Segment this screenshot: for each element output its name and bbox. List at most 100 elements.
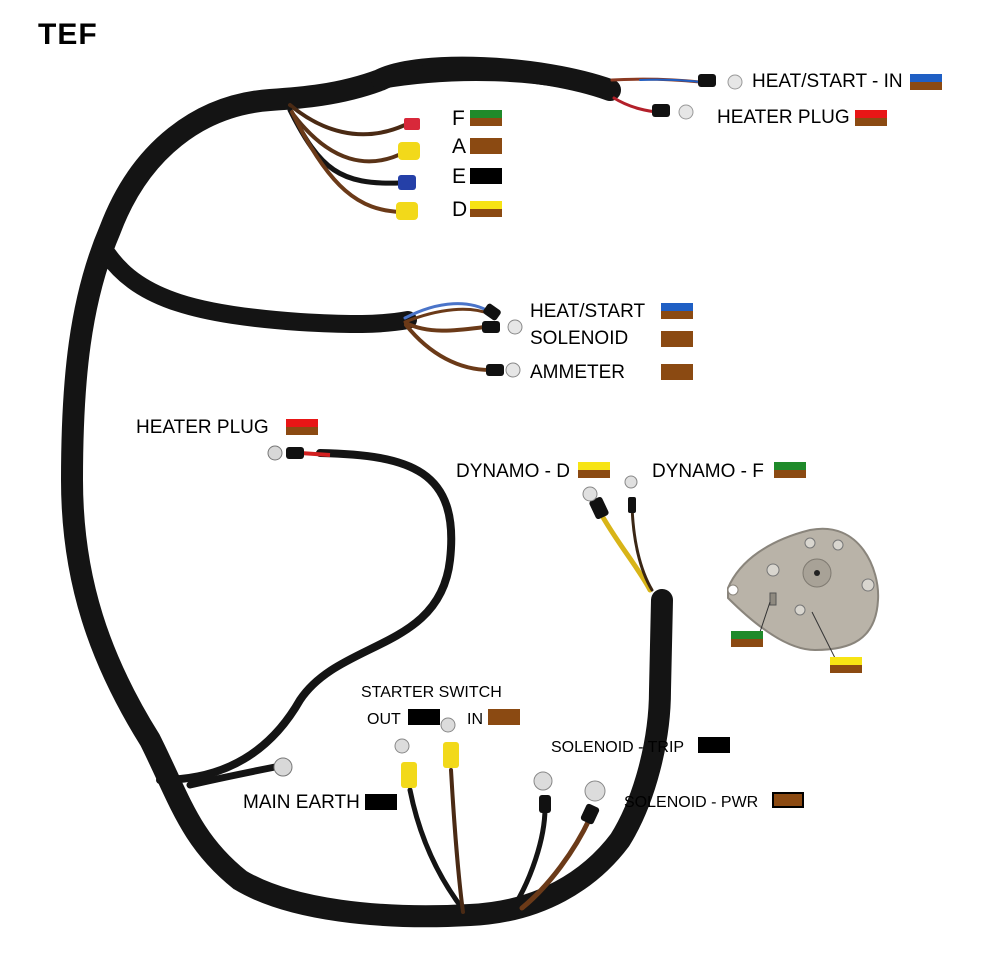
color-stripe-brown (578, 470, 610, 478)
color-code-ammeter (661, 364, 693, 380)
wire-brown (404, 321, 487, 333)
screw-icon (766, 563, 780, 577)
main-harness-sleeve (61, 56, 673, 928)
starter-solenoid-leads (394, 717, 606, 915)
color-stripe-brown (855, 118, 887, 126)
heater-plug-end (267, 445, 331, 777)
harness-trunk (61, 56, 673, 928)
color-stripe-green (731, 631, 763, 639)
page-title: TEF (38, 18, 98, 51)
screw-icon (804, 537, 816, 549)
color-stripe-black (470, 168, 502, 184)
terminal-sleeve (580, 803, 600, 825)
color-code-heater-plug-mid (286, 419, 318, 435)
color-stripe-yellow (470, 201, 502, 209)
color-code-terminal-e (470, 168, 502, 184)
color-stripe-brown (661, 311, 693, 319)
color-stripe-brown (774, 470, 806, 478)
color-stripe-black (698, 737, 730, 753)
mounting-hole (727, 584, 739, 596)
label-terminal-f: F (452, 107, 465, 130)
color-stripe-red (286, 419, 318, 427)
heater-plug-cable (156, 449, 456, 784)
wire-black (512, 805, 548, 908)
color-stripe-yellow (578, 462, 610, 470)
wire-blue (639, 78, 701, 83)
dynamo-regulator-plate (727, 527, 880, 659)
label-ammeter: AMMETER (530, 362, 625, 383)
label-solenoid-trip: SOLENOID - TRIP (551, 739, 685, 756)
color-code-terminal-f (470, 110, 502, 126)
color-code-solenoid-trip (698, 737, 730, 753)
yellow-terminal-icon (396, 202, 418, 220)
ring-terminal-icon (394, 738, 410, 754)
color-code-heat-start-in (910, 74, 942, 90)
screw-icon (861, 578, 875, 592)
color-stripe-brown (661, 364, 693, 380)
color-stripe-brown (488, 709, 520, 725)
label-starter-in: IN (467, 711, 483, 728)
wire-brown (288, 103, 407, 137)
color-code-dynamo-f (774, 462, 806, 478)
color-stripe-brown (470, 118, 502, 126)
heat-start-in-wires (610, 74, 743, 120)
ring-terminal-icon (440, 717, 456, 733)
label-dynamo-f: DYNAMO - F (652, 461, 764, 482)
terminal-sleeve (652, 104, 670, 117)
ring-terminal-icon (505, 362, 521, 378)
color-stripe-green (470, 110, 502, 118)
ring-terminal-icon (533, 771, 553, 791)
terminal-sleeve (486, 364, 504, 376)
terminal-sleeve (482, 321, 500, 333)
wire-brown (290, 110, 402, 214)
wire-brown (630, 503, 654, 592)
label-solenoid-pwr: SOLENOID - PWR (624, 794, 759, 811)
color-code-regulator-right (830, 657, 862, 673)
color-stripe-yellow (830, 657, 862, 665)
color-code-starter-out (408, 709, 440, 725)
leader-line (759, 601, 771, 633)
color-code-starter-in (488, 709, 520, 725)
red-spade-terminal-icon (404, 118, 420, 130)
screw-icon (794, 604, 806, 616)
main-earth-cable (186, 763, 279, 789)
color-stripe-brown (731, 639, 763, 647)
terminal-sleeve (483, 303, 501, 321)
ring-terminal-icon (582, 486, 598, 502)
ring-terminal-icon (678, 104, 694, 120)
color-stripe-black (408, 709, 440, 725)
color-stripe-red (855, 110, 887, 118)
harness-branch-heatstart (99, 246, 417, 334)
terminal-sleeve (539, 795, 551, 813)
color-stripe-green (774, 462, 806, 470)
yellow-terminal-icon (443, 742, 459, 768)
ring-terminal-icon (584, 780, 606, 802)
harness-branch-top (371, 62, 619, 99)
color-stripe-brown (910, 82, 942, 90)
solenoid-ammeter-wires (403, 302, 523, 378)
wire-brown (519, 815, 593, 911)
color-code-heater-plug-top (855, 110, 887, 126)
color-code-terminal-d (470, 201, 502, 217)
yellow-terminal-icon (401, 762, 417, 788)
color-stripe-blue (910, 74, 942, 82)
wire-red (299, 451, 331, 457)
plate-hub-hole (814, 570, 820, 576)
label-starter-switch: STARTER SWITCH (361, 684, 502, 701)
color-stripe-brown (286, 427, 318, 435)
terminal-sleeve (628, 497, 636, 513)
label-heat-start-in: HEAT/START - IN (752, 71, 903, 92)
leader-line (811, 611, 836, 659)
wire-brown (449, 768, 465, 914)
blue-terminal-icon (398, 175, 416, 190)
wire-black (287, 107, 403, 186)
color-code-main-earth (365, 794, 397, 810)
terminal-sleeve (698, 74, 716, 87)
label-heater-plug-mid: HEATER PLUG (136, 417, 269, 438)
regulator-plate-body (727, 527, 880, 652)
ring-terminal-icon (727, 74, 743, 90)
ring-terminal-icon (273, 757, 293, 777)
wire-brown (404, 323, 492, 372)
yellow-terminal-icon (398, 142, 420, 160)
label-terminal-d: D (452, 198, 468, 221)
